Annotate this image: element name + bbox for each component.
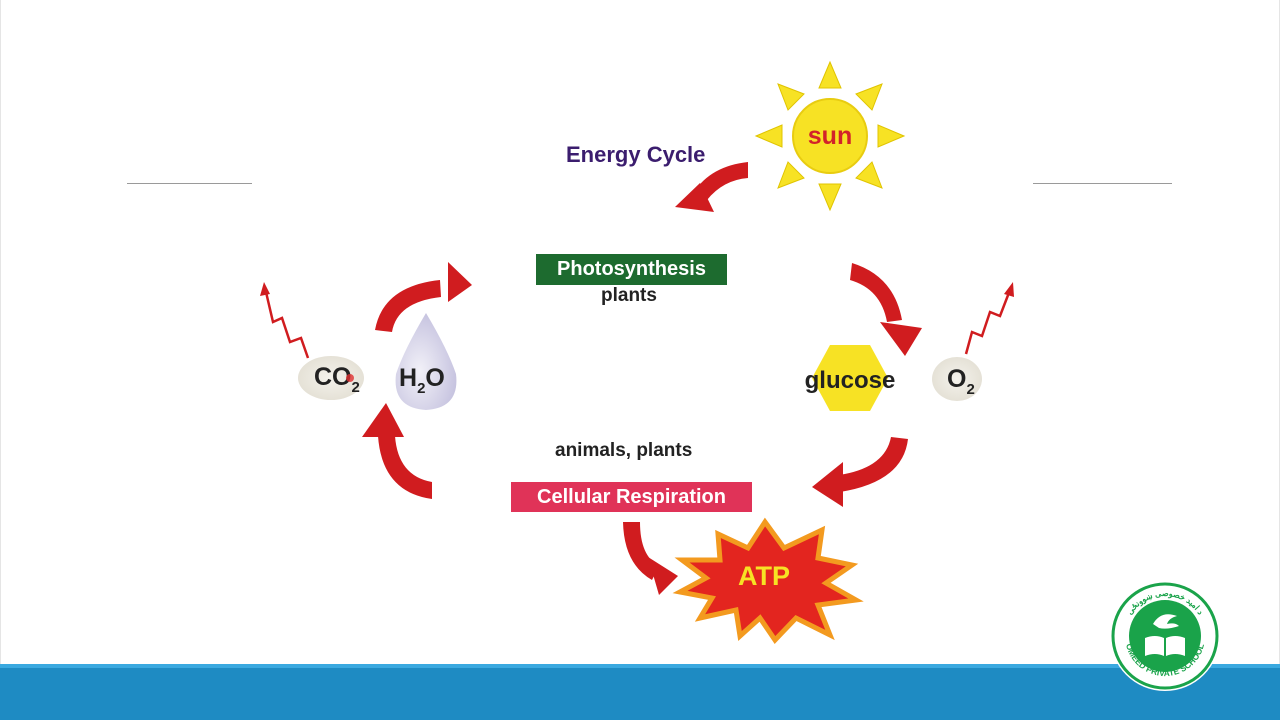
dove-icon [1153,614,1179,629]
arrow-respiration-to-co2 [362,403,432,499]
o2-label: O2 [947,365,975,398]
co2-red-dot [346,374,354,382]
energy-cycle-diagram: sun CO2 H2O glucos [260,60,1014,644]
co2-release-arrow [264,291,310,359]
book-icon [1145,636,1185,656]
water-drop-icon [395,313,457,410]
sun-label: sun [808,122,852,150]
glucose-label: glucose [805,367,896,394]
decor-line-right [1033,183,1172,184]
photosynthesis-label: Photosynthesis [536,254,727,285]
arrow-glucose-to-respiration [812,437,908,507]
cellular-respiration-label: Cellular Respiration [511,482,752,512]
arrow-respiration-to-atp [623,522,678,595]
arrow-to-photosynthesis [375,262,472,332]
co2-blob [298,356,364,400]
arrow-sun-to-photosynthesis [675,162,748,212]
o2-blob [932,357,982,401]
h2o-label: H2O [399,364,445,397]
arrow-photosynthesis-to-glucose [850,263,922,356]
o2-release-arrow [964,289,1012,355]
glucose-hexagon [812,345,888,411]
atp-starburst [672,517,864,644]
sun-icon [754,60,906,212]
o2-release-arrowhead [1004,282,1014,297]
footer-bar [0,664,1280,720]
footer-bar-highlight [0,664,1280,668]
decor-line-left [127,183,252,184]
respiration-organisms: animals, plants [555,440,693,461]
atp-label: ATP [738,561,790,591]
photosynthesis-organisms: plants [601,285,657,306]
diagram-title: Energy Cycle [566,142,706,167]
co2-release-arrowhead [260,282,270,296]
school-logo: د امید خصوصی ښوونځی OMEED PRIVATE SCHOOL [1110,581,1220,691]
frame-left-edge [0,0,1,664]
co2-label: CO2 [314,363,360,396]
